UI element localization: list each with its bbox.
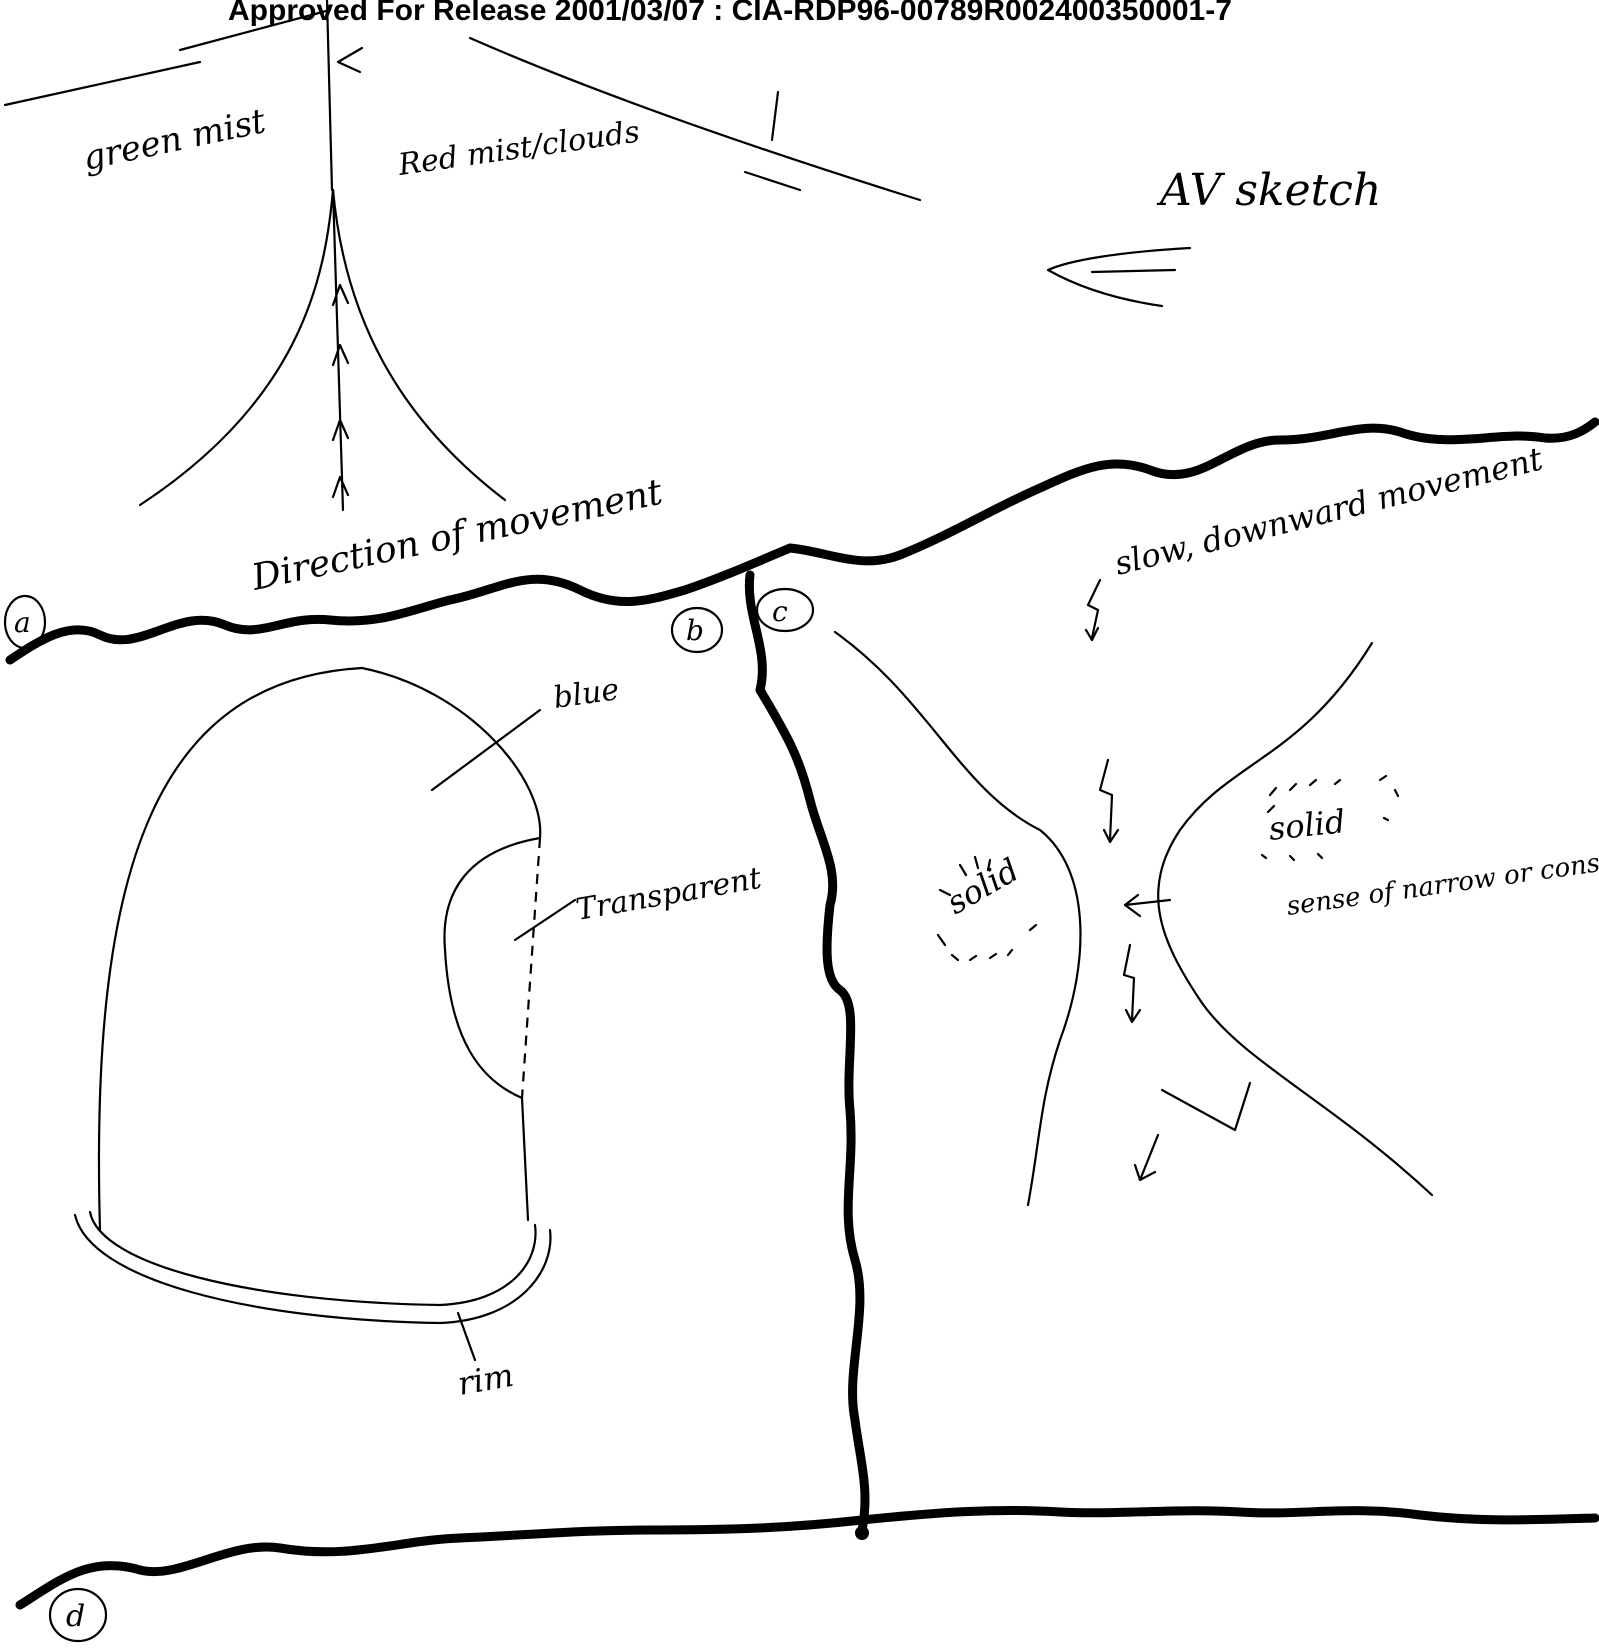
green-mist-label: green mist: [80, 101, 270, 179]
mist-boundary-right: [470, 38, 920, 200]
narrow-label: sense of narrow or constricted: [1285, 836, 1599, 922]
slow-movement-label: slow, downward movement: [1111, 440, 1547, 583]
faint-dash: [745, 172, 800, 190]
rim-shape: [75, 1212, 550, 1323]
solid-right-label: solid: [1267, 802, 1347, 848]
dome-right-edge: [522, 1098, 528, 1220]
marker-a: a: [14, 606, 31, 639]
direction-label: Direction of movement: [247, 472, 666, 599]
transparent-leader: [515, 900, 575, 940]
transparent-dashed-edge: [522, 838, 540, 1098]
constriction-arrow: [1125, 895, 1170, 916]
arrow-right-down: [1162, 1083, 1250, 1130]
red-mist-label: Red mist/clouds: [395, 114, 642, 183]
squiggle-arrow-2: [1100, 760, 1118, 842]
mist-boundary-left: [5, 62, 200, 105]
squiggle-arrow-3: [1124, 945, 1140, 1022]
divider-boundary: [749, 575, 865, 1530]
marker-b: b: [686, 614, 704, 647]
blue-label: blue: [551, 672, 621, 716]
squiggle-arrow-1: [1086, 580, 1100, 640]
dome-left-edge: [99, 668, 362, 1230]
marker-c: c: [772, 595, 788, 628]
boundary-junction: [855, 1526, 869, 1540]
av-arrow: [1048, 248, 1190, 306]
transparent-label: Transparent: [573, 861, 765, 928]
branch-left: [140, 190, 333, 505]
lower-boundary: [20, 1510, 1595, 1605]
dome-top-edge: [362, 668, 540, 838]
stem-line: [327, 0, 332, 190]
upper-boundary: [10, 422, 1595, 660]
faint-tick: [772, 92, 778, 140]
release-header: Approved For Release 2001/03/07 : CIA-RD…: [228, 0, 1232, 27]
solid-left-label: solid: [940, 851, 1025, 922]
title-label: AV sketch: [1156, 165, 1381, 216]
marker-d: d: [66, 1599, 85, 1634]
rim-label: rim: [455, 1356, 517, 1403]
stem-arrowhead: [338, 48, 362, 72]
branch-right: [333, 190, 505, 500]
arrow-left-down: [1135, 1135, 1158, 1180]
